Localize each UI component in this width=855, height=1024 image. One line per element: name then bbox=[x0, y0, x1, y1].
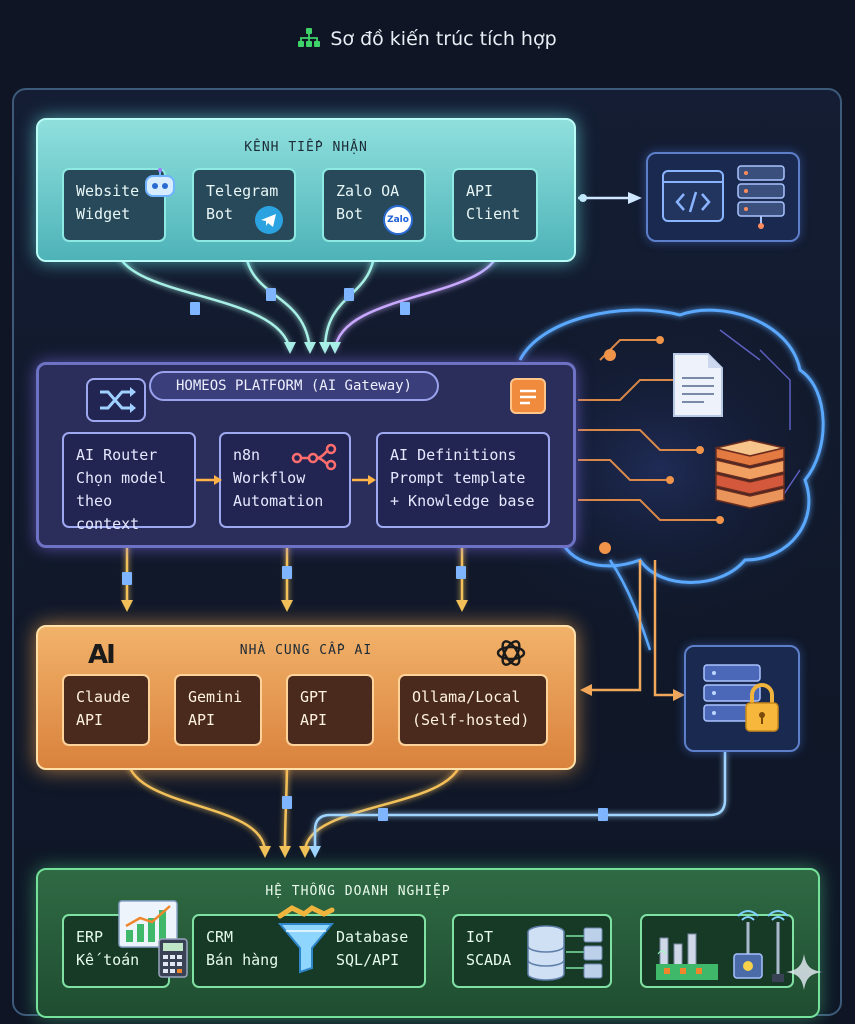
sparkle-icon bbox=[784, 952, 824, 996]
shuffle-icon bbox=[86, 378, 146, 422]
card-line: Bán hàng bbox=[206, 951, 279, 969]
document-icon bbox=[670, 350, 726, 424]
server-icon bbox=[736, 164, 786, 234]
card-line: Workflow bbox=[233, 469, 306, 487]
hierarchy-icon bbox=[298, 28, 321, 53]
card-line: Telegram bbox=[206, 182, 279, 200]
openai-icon bbox=[494, 636, 528, 674]
code-server-box bbox=[646, 152, 800, 242]
brain-icon bbox=[518, 308, 825, 651]
card-line: Client bbox=[466, 205, 521, 223]
card-line: (Self-hosted) bbox=[412, 711, 530, 729]
anthropic-icon: AI bbox=[88, 640, 116, 670]
card-line: Zalo OA bbox=[336, 182, 400, 200]
telegram-icon bbox=[254, 205, 284, 239]
funnel-icon bbox=[277, 922, 335, 978]
card-line: Ollama/Local bbox=[412, 688, 521, 706]
enterprise-title: HỆ THỐNG DOANH NGHIỆP bbox=[265, 884, 451, 899]
n8n-workflow-card[interactable]: n8n Workflow Automation bbox=[219, 432, 351, 528]
chart-icon bbox=[118, 900, 178, 952]
claude-api-card[interactable]: Claude API bbox=[62, 674, 150, 746]
gpt-api-card[interactable]: GPT API bbox=[286, 674, 374, 746]
providers-title: NHÀ CUNG CẤP AI bbox=[239, 643, 373, 658]
ollama-local-card[interactable]: Ollama/Local (Self-hosted) bbox=[398, 674, 548, 746]
card-line: AI Definitions bbox=[390, 446, 517, 464]
secure-server-box bbox=[684, 645, 800, 752]
card-line: + Knowledge base bbox=[390, 492, 535, 510]
zalo-icon: Zalo bbox=[383, 205, 413, 235]
code-icon bbox=[662, 170, 724, 226]
card-line: SCADA bbox=[466, 951, 512, 969]
n8n-icon bbox=[291, 442, 341, 474]
card-line: Automation bbox=[233, 492, 324, 510]
card-line: Claude bbox=[76, 688, 131, 706]
robot-icon bbox=[142, 168, 178, 204]
card-line: ERP bbox=[76, 928, 104, 946]
api-client-card[interactable]: API Client bbox=[452, 168, 538, 242]
factory-icon bbox=[654, 924, 720, 991]
ai-definitions-card[interactable]: AI Definitions Prompt template + Knowled… bbox=[376, 432, 550, 528]
card-line: API bbox=[300, 711, 328, 729]
zalo-oa-bot-card[interactable]: Zalo OA Bot bbox=[322, 168, 426, 242]
card-line: CRM bbox=[206, 928, 234, 946]
secure-server-icon bbox=[700, 661, 788, 745]
ai-router-card[interactable]: AI Router Chọn model theo context bbox=[62, 432, 196, 533]
page-title: Sơ đồ kiến trúc tích hợp bbox=[0, 28, 855, 53]
books-icon bbox=[710, 438, 790, 514]
card-line: theo context bbox=[76, 492, 140, 533]
intake-title: KÊNH TIẾP NHẬN bbox=[244, 140, 368, 155]
card-line: Bot bbox=[206, 205, 234, 223]
card-line: Kế toán bbox=[76, 951, 140, 969]
card-line: Database bbox=[336, 928, 409, 946]
flow-arrows bbox=[196, 475, 376, 485]
card-line: n8n bbox=[233, 446, 261, 464]
page-title-text: Sơ đồ kiến trúc tích hợp bbox=[330, 28, 557, 50]
antenna-icon bbox=[728, 904, 792, 997]
industrial-iot-card bbox=[640, 910, 794, 991]
note-icon bbox=[510, 378, 546, 414]
card-line: IoT bbox=[466, 928, 494, 946]
card-line: GPT bbox=[300, 688, 328, 706]
handshake-icon bbox=[277, 904, 335, 930]
card-line: Website bbox=[76, 182, 140, 200]
card-line: API bbox=[466, 182, 494, 200]
card-line: API bbox=[76, 711, 104, 729]
card-line: Widget bbox=[76, 205, 131, 223]
card-line: Gemini bbox=[188, 688, 243, 706]
card-line: Bot bbox=[336, 205, 364, 223]
calculator-icon bbox=[158, 938, 188, 982]
platform-title: HOMEOS PLATFORM (AI Gateway) bbox=[175, 378, 412, 394]
gemini-api-card[interactable]: Gemini API bbox=[174, 674, 262, 746]
database-icon bbox=[526, 924, 606, 990]
card-line: Prompt template bbox=[390, 469, 526, 487]
card-line: API bbox=[188, 711, 216, 729]
card-line: AI Router bbox=[76, 446, 158, 464]
card-line: Chọn model bbox=[76, 469, 167, 487]
card-line: SQL/API bbox=[336, 951, 400, 969]
